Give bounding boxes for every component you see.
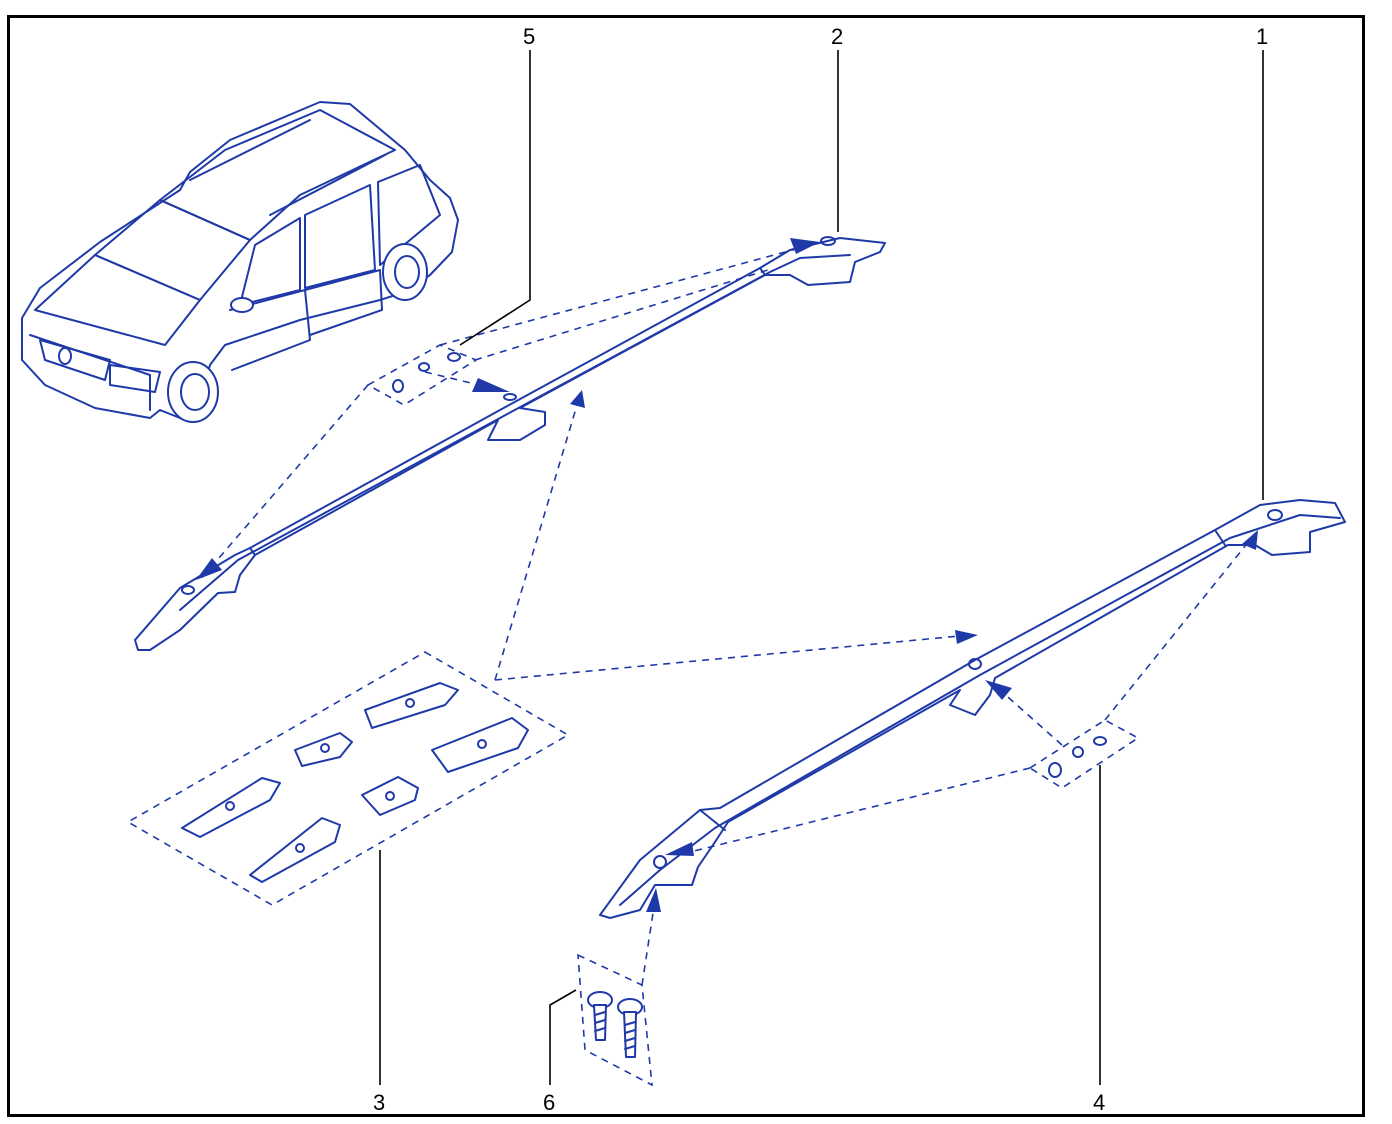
assembly-lines [199, 247, 1251, 986]
spacer-pad-3 [431, 717, 529, 773]
callout-5: 5 [523, 24, 535, 49]
callout-6: 6 [543, 1090, 555, 1115]
callout-1: 1 [1256, 24, 1268, 49]
car-illustration [21, 101, 459, 423]
clip-set-lower [1028, 719, 1140, 789]
spacer-pad-4 [181, 777, 281, 838]
clip-set-upper [366, 344, 478, 406]
assembly-arrows [196, 238, 1258, 912]
spacer-pad-1 [364, 682, 459, 729]
callout-2: 2 [831, 24, 843, 49]
spacer-pad-5 [361, 776, 419, 816]
leader-lines [379, 50, 1264, 1085]
screw-set [577, 953, 653, 1087]
callout-4: 4 [1093, 1090, 1105, 1115]
callout-labels: 1 2 3 4 5 6 [373, 24, 1268, 1115]
spacer-pad-2 [294, 732, 353, 767]
callout-3: 3 [373, 1090, 385, 1115]
spacer-pad-set [126, 651, 570, 906]
roof-rail-lower [599, 499, 1346, 919]
spacer-pad-6 [249, 817, 341, 883]
